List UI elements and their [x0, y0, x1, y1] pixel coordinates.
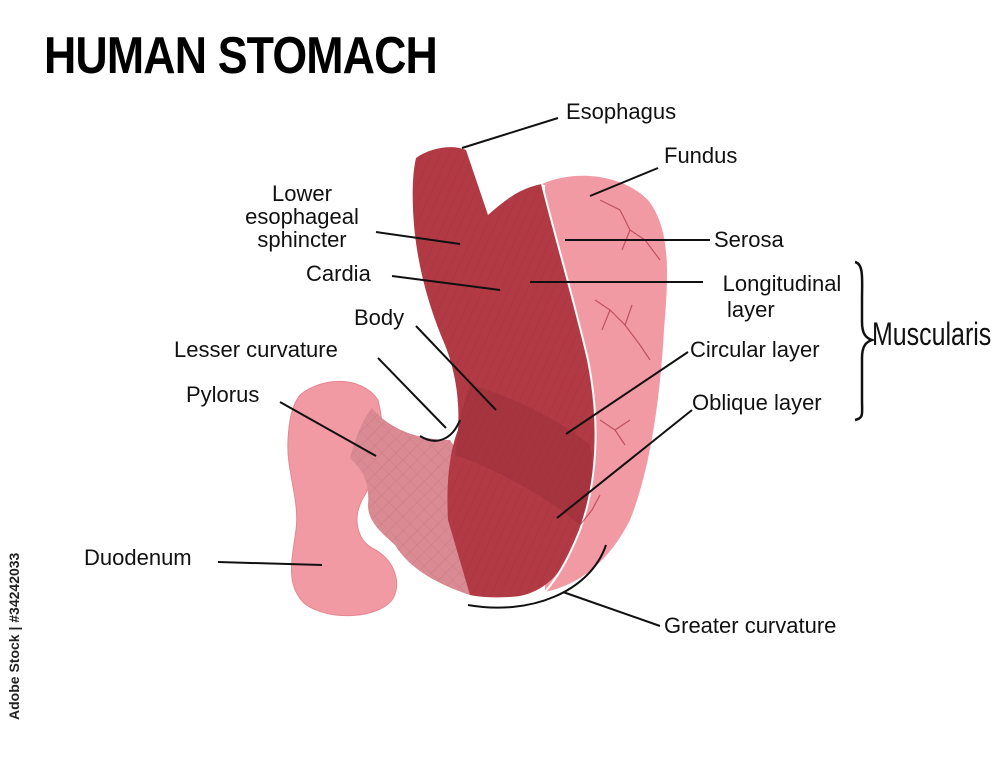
label-body: Body — [354, 305, 405, 330]
label-circular-layer: Circular layer — [690, 337, 820, 362]
label-cardia: Cardia — [306, 261, 371, 286]
label-lesser-curvature: Lesser curvature — [174, 337, 338, 362]
pylorus-texture — [350, 408, 470, 595]
label-les-line2: esophageal — [245, 204, 359, 229]
label-greater-curvature: Greater curvature — [664, 613, 837, 638]
label-oblique-layer: Oblique layer — [692, 390, 822, 415]
serosa-boundary — [541, 183, 597, 593]
label-les-line1: Lower — [272, 181, 332, 206]
label-longitudinal-line1: Longitudinal — [722, 271, 842, 296]
label-pylorus: Pylorus — [186, 382, 260, 407]
label-duodenum: Duodenum — [84, 545, 192, 570]
label-les-line3: sphincter — [257, 227, 347, 252]
label-fundus: Fundus — [664, 143, 738, 168]
page-title: HUMAN STOMACH — [44, 27, 438, 85]
label-esophagus: Esophagus — [566, 99, 677, 124]
stock-watermark: Adobe Stock | #34242033 — [6, 552, 22, 720]
leader-lines — [217, 117, 710, 627]
label-serosa: Serosa — [714, 227, 784, 252]
label-longitudinal-line2: layer — [727, 297, 775, 322]
label-muscularis: Muscularis — [872, 316, 992, 352]
muscle-texture — [412, 147, 596, 598]
muscularis-brace — [854, 260, 876, 422]
circular-layer-band — [455, 385, 593, 525]
